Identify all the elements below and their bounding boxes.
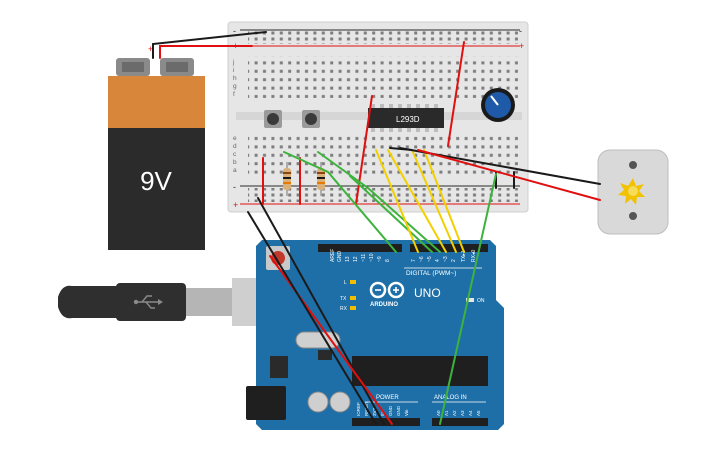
pin-label-12: 12 bbox=[353, 256, 359, 262]
wire-button1-signal bbox=[283, 151, 397, 253]
digital-pin-labels: AREF GND 13 12 ~11 ~10 ~9 8 7 ~6 ~5 4 ~3… bbox=[330, 249, 477, 262]
pin-label-3: ~3 bbox=[443, 256, 449, 262]
pin-label-a4: A4 bbox=[468, 410, 473, 416]
rail-neg-top: - bbox=[233, 26, 236, 36]
pin-label-a5: A5 bbox=[476, 410, 481, 416]
row-letter-c: c bbox=[233, 151, 237, 158]
wire-motor-pos bbox=[417, 149, 601, 201]
pin-label-gnd: GND bbox=[337, 251, 343, 263]
row-letter-i: i bbox=[233, 67, 234, 74]
battery-terminal-pos: + bbox=[148, 44, 153, 54]
led-label-tx: TX bbox=[340, 296, 347, 302]
pin-label-7: 7 bbox=[411, 259, 417, 262]
rail-neg-top-right: - bbox=[519, 26, 522, 36]
wire-chip-in3 bbox=[423, 149, 465, 253]
pin-label-a3: A3 bbox=[460, 410, 465, 416]
pin-label-a1: A1 bbox=[444, 410, 449, 416]
analog-header-label: ANALOG IN bbox=[434, 395, 467, 401]
arduino-brand: ARDUINO bbox=[370, 302, 398, 308]
pin-label-rx0: RX◂0 bbox=[471, 250, 477, 262]
pin-label-tx1: TX▸1 bbox=[461, 250, 467, 262]
row-letter-f: f bbox=[233, 91, 235, 98]
potentiometer[interactable] bbox=[481, 88, 515, 122]
wire-gnd-2 bbox=[247, 211, 377, 425]
pin-label-4: 4 bbox=[435, 259, 441, 262]
pin-label-a0: A0 bbox=[436, 410, 441, 416]
wire-chip-vcc bbox=[355, 95, 373, 205]
pin-label-13: 13 bbox=[345, 256, 351, 262]
pin-label-11: ~11 bbox=[361, 254, 367, 262]
led-label-l: L bbox=[344, 280, 347, 286]
wire-button2-signal bbox=[317, 151, 441, 253]
row-letters: j i h g f e d c b a bbox=[232, 59, 237, 174]
wire-gnd-rail bbox=[257, 197, 385, 425]
wire-green-3 bbox=[349, 175, 433, 253]
pin-label-3v3: 3V3 bbox=[372, 407, 377, 416]
dc-motor bbox=[597, 149, 669, 235]
push-button-1[interactable] bbox=[264, 110, 282, 128]
l293d-chip: L293D bbox=[368, 104, 444, 132]
pin-label-aref: AREF bbox=[330, 249, 336, 262]
row-letter-g: g bbox=[233, 83, 237, 90]
pin-label-10: ~10 bbox=[369, 253, 375, 262]
resistor-2 bbox=[317, 162, 325, 196]
pin-label-5: ~5 bbox=[427, 256, 433, 262]
rail-pos-top-right: + bbox=[519, 41, 524, 51]
pin-label-2: 2 bbox=[451, 259, 457, 262]
resistor-1 bbox=[283, 162, 291, 196]
pin-label-9: ~9 bbox=[377, 256, 383, 262]
rail-pos-bottom: + bbox=[233, 200, 238, 210]
wire-battery-neg bbox=[152, 31, 267, 59]
wire-chip-out bbox=[389, 147, 413, 151]
pin-label-ioref: IOREF bbox=[356, 402, 361, 416]
wire-pot-a0 bbox=[439, 173, 497, 425]
usb-cable bbox=[58, 278, 290, 326]
wire-battery-pos bbox=[159, 45, 253, 59]
row-letter-d: d bbox=[233, 143, 237, 150]
chip-label: L293D bbox=[396, 115, 420, 124]
pin-label-gnd-2: GND bbox=[396, 405, 401, 416]
row-letter-a: a bbox=[233, 167, 237, 174]
battery-9v: 9V bbox=[108, 58, 205, 250]
on-label: ON bbox=[477, 298, 485, 304]
digital-header-label: DIGITAL (PWM~) bbox=[406, 270, 456, 277]
wire-chip-in1 bbox=[375, 149, 419, 253]
pin-label-8: 8 bbox=[385, 259, 391, 262]
wire-chip-en bbox=[411, 149, 457, 253]
push-button-2[interactable] bbox=[302, 110, 320, 128]
led-label-rx: RX bbox=[340, 306, 348, 312]
pin-label-6: ~6 bbox=[419, 256, 425, 262]
usb-icon bbox=[133, 295, 163, 309]
rail-neg-bottom: - bbox=[233, 182, 236, 192]
battery-label: 9V bbox=[140, 166, 172, 196]
wires bbox=[152, 31, 601, 425]
arduino-model: UNO bbox=[414, 286, 441, 300]
analog-pin-labels: A0 A1 A2 A3 A4 A5 bbox=[436, 410, 481, 416]
wire-chip-vcc2 bbox=[447, 41, 465, 147]
wire-chip-in2 bbox=[387, 149, 447, 253]
pin-label-5v: 5V bbox=[380, 410, 385, 416]
row-letter-e: e bbox=[233, 135, 237, 142]
pin-label-a2: A2 bbox=[452, 410, 457, 416]
arduino-uno-board: AREF GND 13 12 ~11 ~10 ~9 8 7 ~6 ~5 4 ~3… bbox=[246, 240, 504, 430]
pin-label-vin: Vin bbox=[404, 409, 409, 416]
row-letter-b: b bbox=[233, 159, 237, 166]
row-letter-j: j bbox=[232, 59, 234, 66]
power-header-label: POWER bbox=[376, 395, 399, 401]
infinity-logo-icon bbox=[369, 281, 405, 299]
pin-label-gnd-1: GND bbox=[388, 405, 393, 416]
row-letter-h: h bbox=[233, 75, 237, 82]
motor-star-icon bbox=[618, 178, 645, 205]
